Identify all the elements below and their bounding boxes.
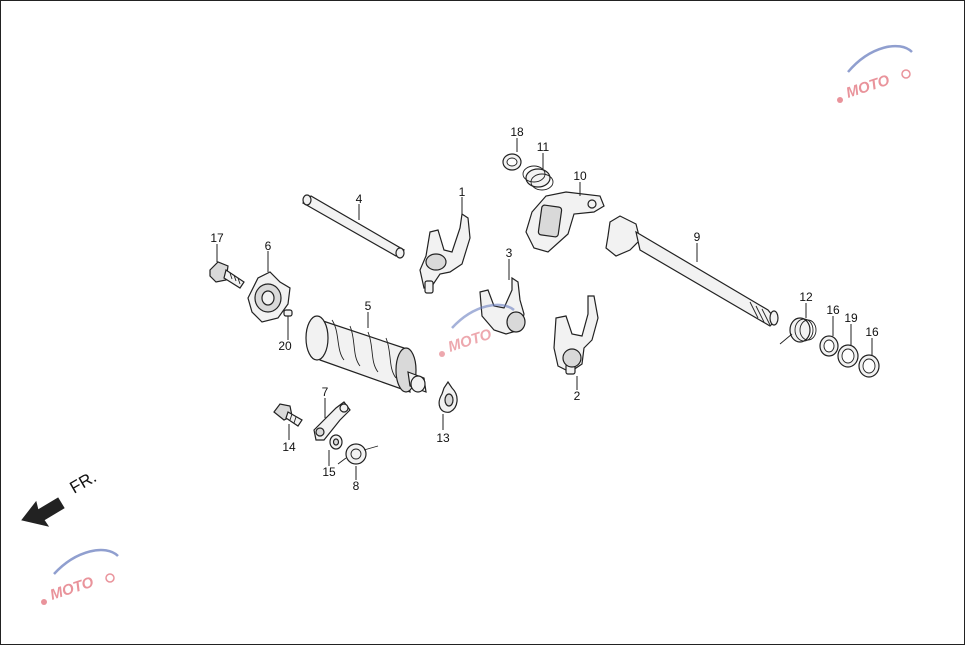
part-10-guide-plate: [525, 191, 605, 253]
svg-text:MOTO: MOTO: [446, 326, 494, 356]
part-9-gearshift-spindle: [605, 215, 779, 327]
watermark-logo-bottom-left: MOTO: [41, 548, 119, 605]
label-part-19: 19: [844, 311, 858, 325]
front-direction-arrow-icon: [21, 497, 65, 527]
label-part-10: 10: [573, 169, 587, 183]
part-7-stopper-arm: [313, 401, 351, 441]
label-part-3: 3: [506, 246, 513, 260]
label-part-16-a: 16: [826, 303, 840, 317]
watermark-logo-top-right: MOTO: [837, 44, 913, 103]
label-part-12: 12: [799, 290, 813, 304]
front-direction-label: FR.: [67, 467, 100, 497]
label-part-20: 20: [278, 339, 292, 353]
part-1-shift-fork: [419, 212, 471, 294]
part-8-stopper-spring: [337, 443, 379, 465]
label-part-9: 9: [694, 230, 701, 244]
part-4-fork-shaft: [301, 194, 406, 259]
part-15-collar: [329, 434, 343, 450]
label-part-2: 2: [574, 389, 581, 403]
part-19-circlip: [837, 344, 859, 368]
part-labels: 1 2 3 4 5 6 7 8 9 10 11 12 13 14 15 16 1…: [210, 125, 879, 493]
part-13-snap-ring: [438, 380, 458, 413]
part-14-bolt: [273, 403, 303, 427]
part-16-washer-a: [819, 335, 839, 357]
part-16-washer-b: [858, 354, 880, 378]
part-6-drum-center: [247, 271, 291, 323]
label-part-13: 13: [436, 431, 450, 445]
part-3-shift-fork: [479, 276, 526, 335]
part-12-return-spring: [779, 317, 817, 345]
label-part-11: 11: [537, 140, 550, 154]
part-18-circlip: [502, 153, 522, 171]
label-part-14: 14: [282, 440, 296, 454]
part-11-spring: [522, 165, 554, 191]
label-part-7: 7: [322, 385, 329, 399]
label-part-6: 6: [265, 239, 272, 253]
label-part-16-b: 16: [865, 325, 879, 339]
part-2-shift-fork: [553, 295, 599, 375]
label-part-5: 5: [365, 299, 372, 313]
label-part-1: 1: [459, 185, 466, 199]
label-part-18: 18: [510, 125, 524, 139]
svg-text:MOTO: MOTO: [48, 574, 96, 604]
label-part-15: 15: [322, 465, 336, 479]
label-part-17: 17: [210, 231, 224, 245]
label-part-8: 8: [353, 479, 360, 493]
part-5-shift-drum: [305, 315, 427, 393]
part-17-bolt: [209, 261, 245, 289]
part-20-pin: [283, 309, 293, 317]
label-part-4: 4: [356, 192, 363, 206]
svg-text:MOTO: MOTO: [844, 72, 892, 102]
leader-lines: [216, 138, 873, 480]
